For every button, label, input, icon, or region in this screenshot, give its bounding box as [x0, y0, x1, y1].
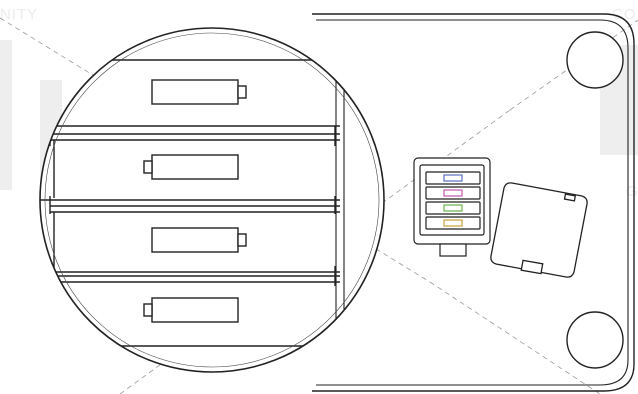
battery-contact-1 [151, 79, 239, 105]
battery-slot-4 [40, 282, 340, 370]
device-body [312, 13, 635, 392]
zoom-callout [39, 27, 385, 373]
battery-slot-3 [40, 212, 340, 273]
device-outline-inner [316, 19, 629, 386]
battery-contact-3 [151, 227, 239, 253]
zoom-circle-outline [39, 27, 385, 373]
battery-compartment [413, 157, 491, 257]
compartment-batteries [425, 171, 481, 230]
slot-divider-2 [49, 196, 340, 214]
mounting-holes [566, 31, 624, 369]
watermark-text-left: NITY [0, 6, 39, 23]
battery-contact-4 [151, 297, 239, 323]
battery-cover [490, 182, 588, 278]
watermark-text-right: CO [612, 6, 637, 23]
mounting-hole-bottom [566, 311, 624, 369]
battery-slot-2 [40, 140, 340, 201]
watermark-text-right-2: G [626, 183, 638, 200]
battery-contact-2 [151, 154, 239, 180]
mounting-hole-top [566, 31, 624, 89]
device-outline-outer [312, 13, 635, 392]
